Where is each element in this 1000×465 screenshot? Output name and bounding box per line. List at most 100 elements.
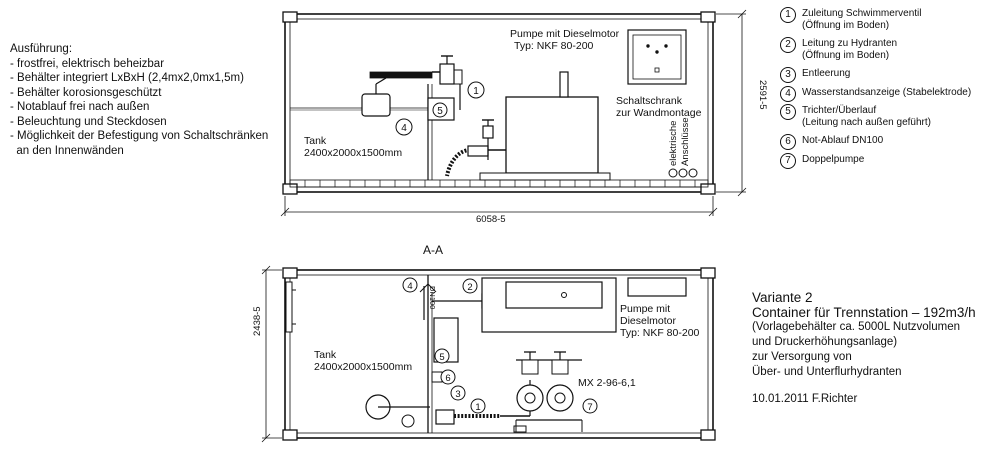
marker-label: 1	[473, 86, 479, 97]
marker-label: 7	[587, 402, 592, 413]
legend-text: Leitung zu Hydranten (Öffnung im Boden)	[802, 38, 898, 61]
floor-beams	[304, 180, 696, 187]
side-tank-label: Tank	[304, 135, 327, 147]
side-marker: 1	[467, 81, 485, 99]
width-dimension	[261, 265, 282, 443]
corner-casting	[282, 267, 298, 279]
legend-number: 7	[780, 152, 796, 169]
legend-number: 3	[780, 67, 796, 83]
legend-text: Not-Ablauf DN100	[802, 135, 884, 146]
design-notes: Ausführung: - frostfrei, elektrisch behe…	[10, 42, 268, 158]
side-marker: 4	[395, 118, 413, 136]
cabinet-mount-label: zur Wandmontage	[616, 107, 702, 119]
plan-marker: 5	[434, 348, 450, 364]
pipe-label: DN100	[428, 286, 437, 309]
notes-item: - Behälter korosionsgeschützt	[10, 86, 162, 99]
legend-row: 2 Leitung zu Hydranten (Öffnung im Boden)	[780, 37, 971, 61]
plan-marker: 2	[462, 278, 478, 294]
legend: 1 Zuleitung Schwimmerventil (Öffnung im B…	[780, 7, 972, 172]
side-pump-type: Typ: NKF 80-200	[514, 40, 594, 52]
variant-description: (Vorlagebehälter ca. 5000L Nutzvolumen	[752, 321, 960, 333]
marker-label: 5	[437, 106, 443, 117]
legend-number: 5	[780, 104, 796, 120]
electrical-sockets	[668, 168, 698, 178]
corner-casting	[282, 11, 298, 23]
marker-label: 2	[467, 282, 472, 293]
corner-casting	[700, 267, 716, 279]
floor-frame	[289, 179, 709, 188]
legend-number: 2	[780, 37, 796, 53]
legend-text: Doppelpumpe	[802, 153, 865, 165]
legend-row: 3 Entleerung	[780, 67, 971, 83]
side-container-outline	[284, 13, 714, 193]
legend-text: Trichter/Überlauf (Leitung nach außen ge…	[802, 105, 931, 128]
title-block: Variante 2 Container für Trennstation – …	[752, 290, 976, 407]
height-dimension-label: 2591-5	[757, 80, 768, 110]
plan-double-pump	[515, 351, 583, 432]
notes-list: - frostfrei, elektrisch beheizbar - Behä…	[10, 57, 268, 159]
legend-text: Wasserstandsanzeige (Stabelektrode)	[802, 86, 972, 98]
cabinet-label: Schaltschrank	[616, 95, 683, 107]
plan-marker: 1	[470, 398, 486, 414]
marker-label: 4	[401, 123, 407, 134]
side-view: 1 4 5 Pumpe mit Dieselmotor Typ: NKF 80-…	[280, 9, 768, 225]
notes-item: an den Innenwänden	[10, 144, 124, 157]
corner-casting	[700, 429, 716, 441]
inlet-valve-assembly	[439, 55, 463, 110]
plan-pump-diesel-motor	[481, 277, 687, 333]
corner-casting	[282, 429, 298, 441]
plan-marker: 7	[582, 398, 598, 414]
plan-marker: 4	[402, 277, 418, 293]
suction-hose	[445, 119, 506, 177]
notes-item: - Beleuchtung und Steckdosen	[10, 115, 167, 128]
drawing-date-author: 10.01.2011 F.Richter	[752, 393, 858, 405]
side-marker: 5	[432, 102, 448, 118]
notes-item: - Möglichkeit der Befestigung von Schalt…	[10, 130, 269, 142]
legend-row: 7 Doppelpumpe	[780, 152, 971, 169]
marker-label: 5	[439, 352, 444, 363]
notes-heading: Ausführung:	[10, 43, 73, 55]
notes-item: - frostfrei, elektrisch beheizbar	[10, 57, 165, 70]
corner-casting	[700, 11, 716, 23]
float-valve	[361, 71, 446, 117]
plan-pump-label: Pumpe mit	[620, 303, 670, 315]
legend-row: 5 Trichter/Überlauf (Leitung nach außen g…	[780, 104, 971, 128]
side-pump-label: Pumpe mit Dieselmotor	[510, 28, 620, 40]
legend-number: 6	[780, 134, 796, 150]
plan-container-outline	[284, 269, 714, 439]
double-pump-model-label: MX 2-96-6,1	[578, 377, 636, 389]
plan-door	[285, 281, 296, 333]
plan-pump-type: Typ: NKF 80-200	[620, 327, 700, 339]
plan-float-valve	[365, 394, 430, 428]
legend-text: Zuleitung Schwimmerventil (Öffnung im Bo…	[802, 8, 922, 31]
width-dimension-label: 2438-5	[252, 306, 263, 336]
variant-description: zur Versorgung von	[752, 351, 852, 363]
plan-pump-label: Dieselmotor	[620, 315, 677, 327]
plan-container-inner	[289, 274, 709, 434]
length-dimension-label: 6058-5	[476, 214, 506, 225]
notes-item: - Behälter integriert LxBxH (2,4mx2,0mx1…	[10, 72, 244, 84]
variant-title: Variante 2	[752, 290, 813, 305]
plan-view: DN100 4	[252, 265, 716, 443]
length-dimension	[280, 196, 718, 217]
notes-item: - Notablauf frei nach außen	[10, 101, 150, 113]
legend-text: Entleerung	[802, 68, 851, 79]
legend-row: 4 Wasserstandsanzeige (Stabelektrode)	[780, 85, 972, 102]
electrical-connections-label: elektrische	[668, 121, 679, 166]
control-cabinet	[627, 29, 687, 85]
electrical-connections-label: Anschlüsse	[680, 117, 691, 166]
marker-label: 1	[475, 402, 480, 413]
plan-marker: 3	[450, 385, 466, 401]
plan-tank-label: Tank	[314, 349, 337, 361]
marker-label: 3	[455, 389, 460, 400]
legend-number: 1	[780, 7, 796, 23]
marker-label: 4	[407, 281, 412, 292]
side-tank-dimensions: 2400x2000x1500mm	[304, 147, 402, 159]
height-dimension	[716, 9, 747, 197]
variant-description: Über- und Unterflurhydranten	[752, 366, 902, 378]
plan-tank-dimensions: 2400x2000x1500mm	[314, 361, 412, 373]
variant-subtitle: Container für Trennstation – 192m3/h	[752, 305, 976, 320]
legend-number: 4	[780, 85, 796, 102]
legend-row: 1 Zuleitung Schwimmerventil (Öffnung im B…	[780, 7, 971, 31]
